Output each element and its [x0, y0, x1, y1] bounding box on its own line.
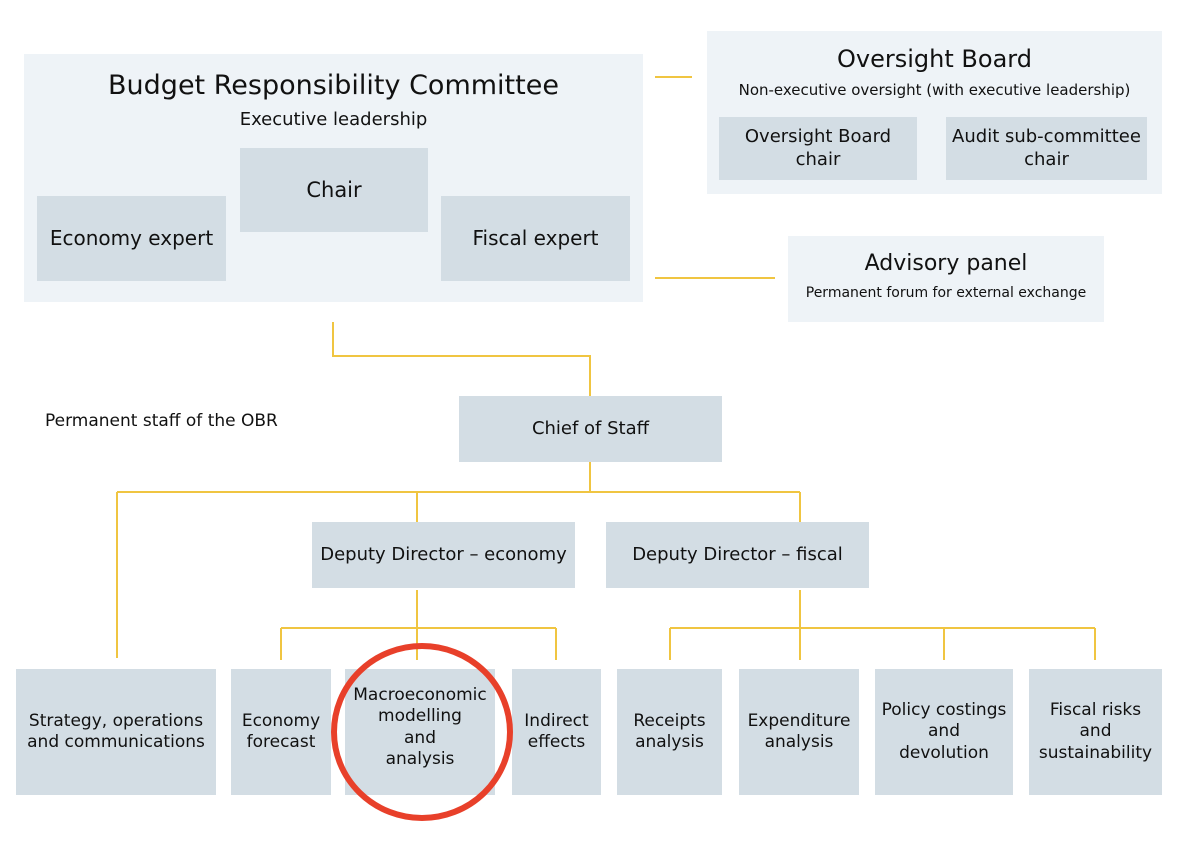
deputy-director-fiscal-box: Deputy Director – fiscal: [606, 522, 869, 588]
oversight-title: Oversight Board: [837, 45, 1032, 73]
team-strategy-operations-communications: Strategy, operations and communications: [16, 669, 216, 795]
team-fiscal-risks-sustainability: Fiscal risks and sustainability: [1029, 669, 1162, 795]
audit-subcommittee-chair-box: Audit sub-committee chair: [946, 117, 1147, 180]
brc-title: Budget Responsibility Committee: [108, 70, 559, 101]
oversight-board-chair-box: Oversight Board chair: [719, 117, 917, 180]
team-expenditure-analysis: Expenditure analysis: [739, 669, 859, 795]
team-economy-forecast: Economy forecast: [231, 669, 331, 795]
team-macroeconomic-modelling-analysis: Macroeconomic modelling and analysis: [345, 669, 495, 795]
team-policy-costings-devolution: Policy costings and devolution: [875, 669, 1013, 795]
economy-expert-box: Economy expert: [37, 196, 226, 281]
brc-subtitle: Executive leadership: [239, 109, 428, 130]
advisory-title: Advisory panel: [864, 251, 1028, 276]
team-receipts-analysis: Receipts analysis: [617, 669, 722, 795]
advisory-panel: [788, 236, 1104, 322]
team-indirect-effects: Indirect effects: [512, 669, 601, 795]
fiscal-expert-box: Fiscal expert: [441, 196, 630, 281]
permanent-staff-label: Permanent staff of the OBR: [45, 411, 278, 431]
chair-box: Chair: [240, 148, 428, 232]
chief-of-staff-box: Chief of Staff: [459, 396, 722, 462]
connector-brc-chief: [332, 322, 591, 396]
advisory-subtitle: Permanent forum for external exchange: [805, 285, 1087, 301]
deputy-director-economy-box: Deputy Director – economy: [312, 522, 575, 588]
oversight-subtitle: Non-executive oversight (with executive …: [738, 81, 1131, 99]
